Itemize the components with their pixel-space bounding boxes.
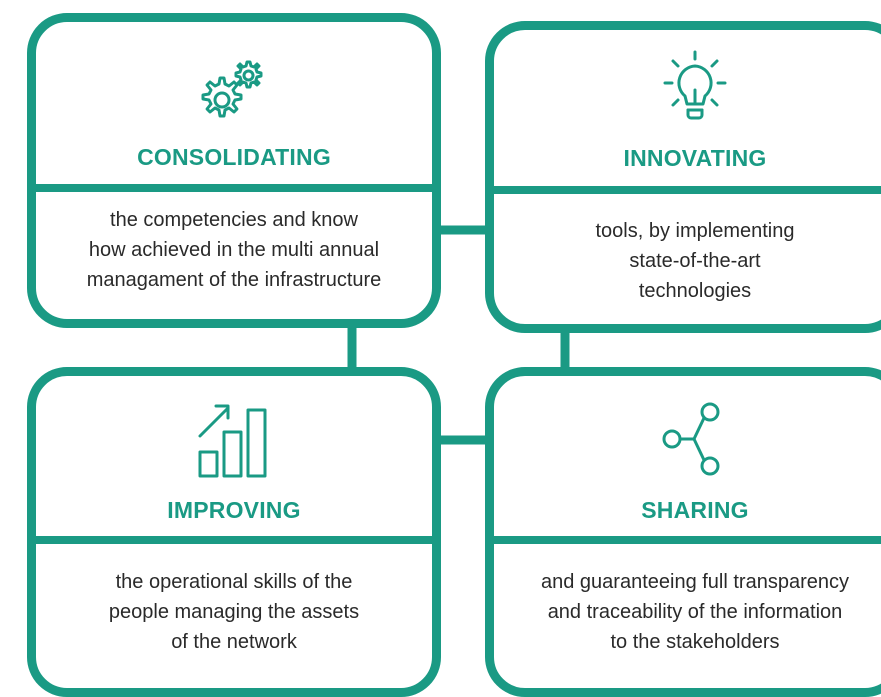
divider [485, 186, 881, 194]
divider [27, 184, 441, 192]
card-description: the competencies and know how achieved i… [86, 209, 382, 291]
connector-lines [347, 225, 570, 445]
gears-icon [36, 56, 432, 141]
share-icon [494, 398, 881, 485]
divider [27, 536, 441, 544]
card-innovating: INNOVATING tools, by implementing state-… [485, 21, 881, 333]
card-title: IMPROVING [167, 497, 301, 523]
card-title: SHARING [641, 497, 749, 523]
growth-chart-icon [36, 400, 432, 487]
card-description: tools, by implementing state-of-the-art … [595, 220, 795, 302]
card-improving: IMPROVING the operational skills of the … [27, 367, 441, 697]
divider [485, 536, 881, 544]
card-consolidating: CONSOLIDATING the competencies and know … [27, 13, 441, 328]
card-title: CONSOLIDATING [137, 144, 331, 170]
lightbulb-icon [494, 50, 881, 135]
card-sharing: SHARING and guaranteeing full transparen… [485, 367, 881, 697]
card-description: and guaranteeing full transparency and t… [541, 571, 849, 653]
card-title: INNOVATING [623, 145, 767, 171]
card-description: the operational skills of the people man… [108, 571, 360, 653]
